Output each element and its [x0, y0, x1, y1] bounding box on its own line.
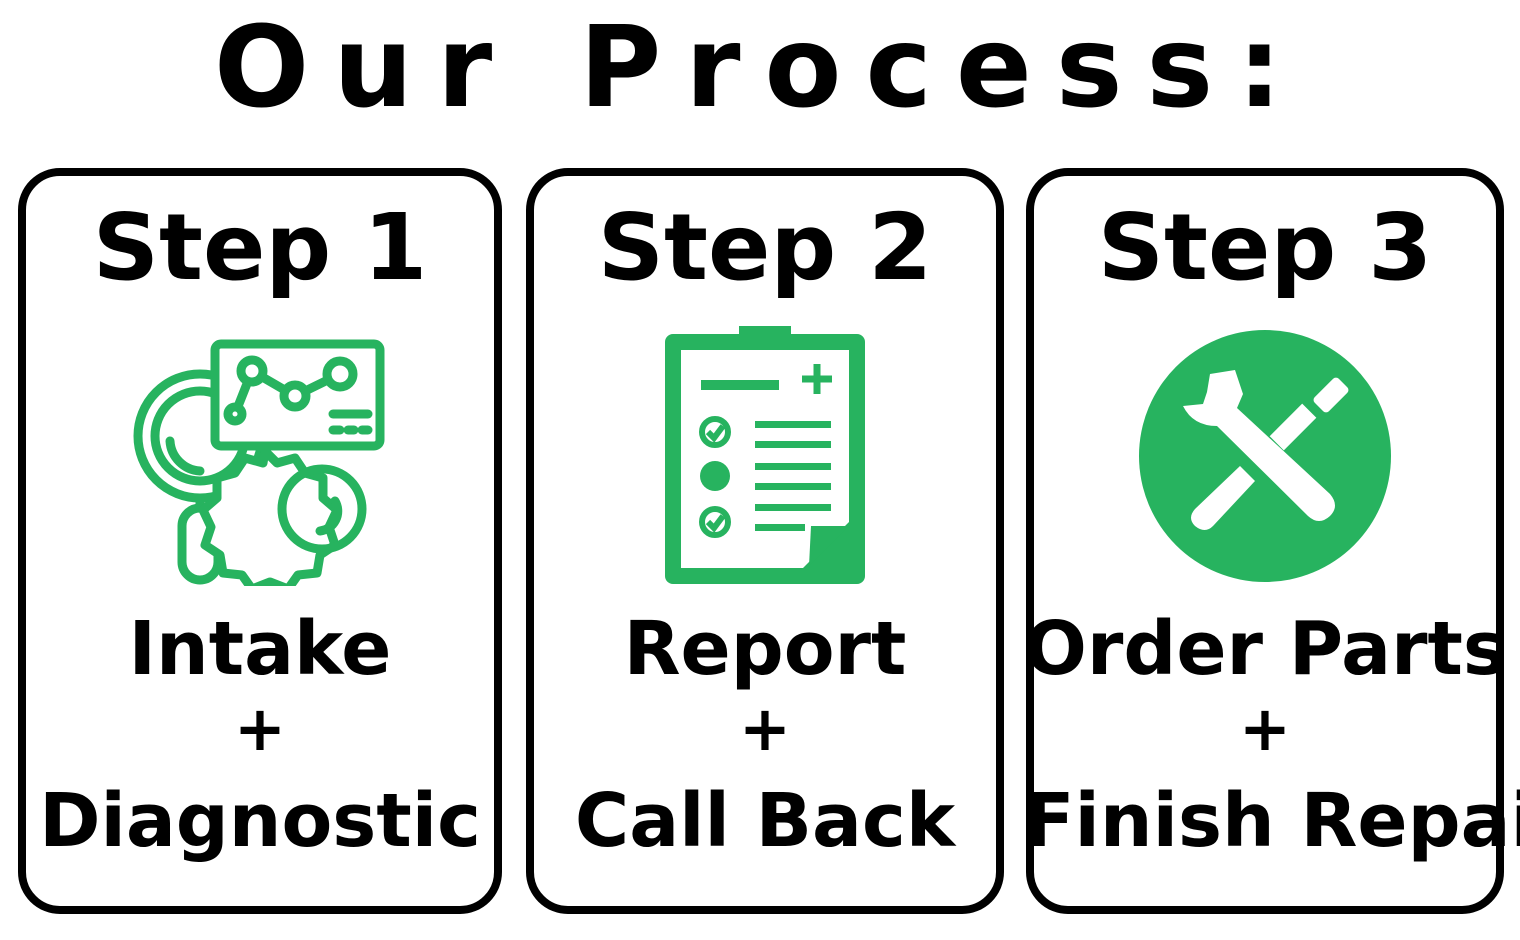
step-label-secondary: Call Back	[574, 778, 956, 864]
page-title: Our Process:	[214, 3, 1306, 133]
step-card-1: Step 1 Intake + Diagnostic	[18, 168, 502, 914]
plus-sign: +	[1239, 692, 1291, 765]
step-heading: Step 2	[597, 194, 933, 301]
step-label-primary: Order Parts	[1024, 606, 1507, 692]
step-card-2: Step 2 Report + Call Back	[526, 168, 1004, 914]
diagnostic-analytics-icon	[133, 339, 385, 586]
step-label-primary: Report	[623, 606, 907, 692]
clipboard-checklist-icon	[665, 326, 865, 584]
step-heading: Step 3	[1097, 194, 1433, 301]
step-label-secondary: Diagnostic	[39, 778, 481, 864]
step-heading: Step 1	[92, 194, 428, 301]
plus-sign: +	[739, 692, 791, 765]
step-card-3: Step 3 Order Parts + Finish Repair	[1024, 168, 1520, 914]
step-label-primary: Intake	[128, 606, 392, 692]
step-label-secondary: Finish Repair	[1024, 778, 1520, 864]
plus-sign: +	[234, 692, 286, 765]
wrench-screwdriver-icon	[1139, 330, 1391, 582]
